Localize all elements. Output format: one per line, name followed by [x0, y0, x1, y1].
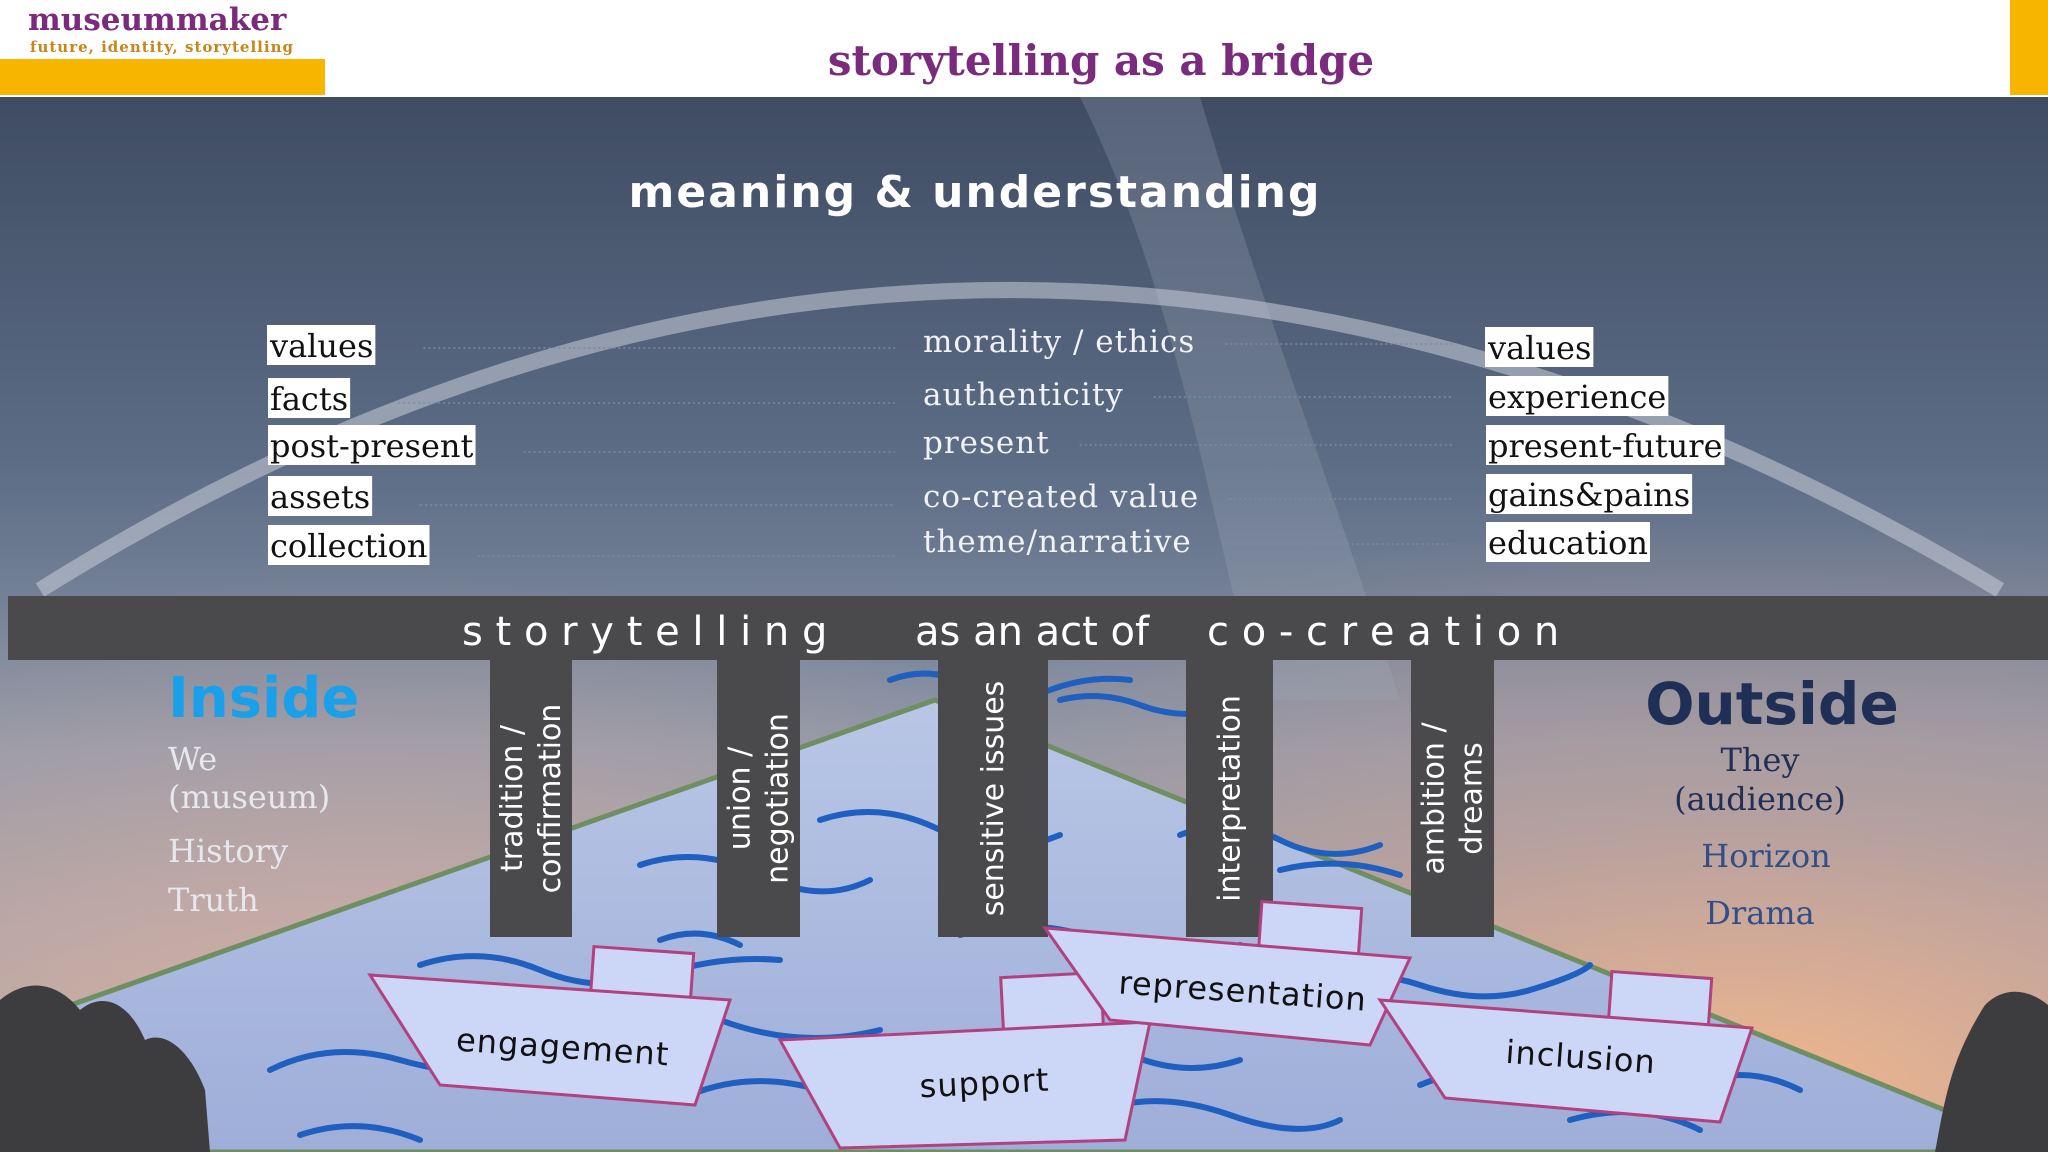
inside-line-history: History [168, 832, 288, 870]
center-term: morality / ethics [923, 324, 1195, 360]
pillar-label: union / [723, 746, 758, 850]
right-term: values [1487, 329, 1591, 367]
deck-text-cocreation: c o - c r e a t i o n [1207, 609, 1559, 655]
left-term-box [267, 325, 376, 365]
outside-line-they: They [1721, 741, 1800, 779]
boat-representation: representation [1041, 899, 1413, 1047]
left-term-box [268, 476, 373, 516]
inside-line-we: We [168, 740, 217, 778]
center-term: theme/narrative [923, 524, 1192, 560]
pillar-label: sensitive issues [976, 681, 1011, 917]
pillar-label: tradition / [495, 724, 530, 872]
right-term-box [1485, 327, 1594, 367]
center-term: authenticity [923, 377, 1124, 413]
terms-table: values facts post-present assets collection m… [267, 324, 1725, 565]
slide-title: storytelling as a bridge [828, 36, 1374, 85]
deck-text-storytelling: s t o r y t e l l i n g [462, 609, 827, 655]
boat-hull [777, 1020, 1152, 1150]
boat-hull [367, 973, 733, 1107]
boat-support: support [777, 970, 1152, 1150]
outside-line-horizon: Horizon [1701, 837, 1830, 875]
center-term: present [923, 425, 1050, 461]
right-term: gains&pains [1488, 476, 1690, 514]
pillar-label: ambition / [1417, 722, 1452, 875]
header-corner-accent [2010, 0, 2048, 95]
arch-title: meaning & understanding [629, 167, 1322, 218]
center-term: co-created value [923, 479, 1199, 515]
outside-line-audience: (audience) [1674, 780, 1846, 818]
inside-line-truth: Truth [168, 881, 259, 919]
trees-right [1935, 991, 2048, 1152]
pillar-body [938, 660, 1048, 937]
outside-line-drama: Drama [1705, 894, 1814, 932]
left-term: collection [270, 527, 427, 565]
left-term-box [268, 378, 351, 418]
pillar: interpretation [1186, 660, 1273, 937]
inside-line-museum: (museum) [168, 778, 330, 816]
pillar-body [717, 660, 800, 937]
pillar: union /negotiation [717, 660, 800, 937]
right-term: present-future [1488, 427, 1723, 465]
trees-left [0, 985, 210, 1152]
wave-line [1277, 860, 1403, 878]
boat-inclusion: inclusion [1377, 969, 1755, 1124]
right-term-box [1486, 376, 1669, 416]
right-term: experience [1488, 378, 1666, 416]
boat-hull [1041, 926, 1413, 1047]
right-term-box [1486, 522, 1650, 562]
pillar-body [1411, 660, 1494, 937]
boat-label: support [919, 1061, 1051, 1106]
left-term-box [268, 425, 476, 465]
right-term-box [1486, 474, 1693, 514]
pillar-body [490, 660, 572, 937]
inside-title: Inside [168, 666, 359, 731]
cloud-streak [1080, 97, 1400, 700]
logo-text: museummaker [28, 2, 287, 38]
left-term-box [268, 525, 430, 565]
pillar-body [1186, 660, 1273, 937]
deck-text-act-of: as an act of [915, 609, 1150, 655]
bridge-deck [8, 596, 2048, 660]
pillar: ambition /dreams [1411, 660, 1494, 937]
outside-title: Outside [1645, 670, 1899, 738]
wave-line [297, 1123, 423, 1143]
wave-line [657, 930, 743, 948]
pillar: tradition /confirmation [490, 660, 572, 937]
pillar-label: negotiation [761, 713, 796, 884]
pillar: sensitive issues [938, 660, 1048, 937]
boat-engagement: engagement [367, 944, 733, 1107]
left-term: facts [270, 380, 348, 418]
boat-hull [1377, 998, 1755, 1124]
header-bar [0, 0, 2048, 97]
logo-tagline: future, identity, storytelling [30, 38, 294, 56]
wave-line [1097, 1098, 1343, 1132]
left-term: assets [270, 478, 370, 516]
left-term: post-present [270, 427, 474, 465]
bridge-pillars: tradition /confirmation union /negotiatio… [490, 660, 1494, 937]
left-term: values [269, 327, 373, 365]
logo-accent-bar [0, 59, 325, 95]
right-term: education [1488, 524, 1648, 562]
right-term-box [1486, 425, 1725, 465]
pillar-label: dreams [1455, 742, 1490, 854]
pillar-label: interpretation [1213, 695, 1248, 902]
pillar-label: confirmation [533, 704, 568, 894]
